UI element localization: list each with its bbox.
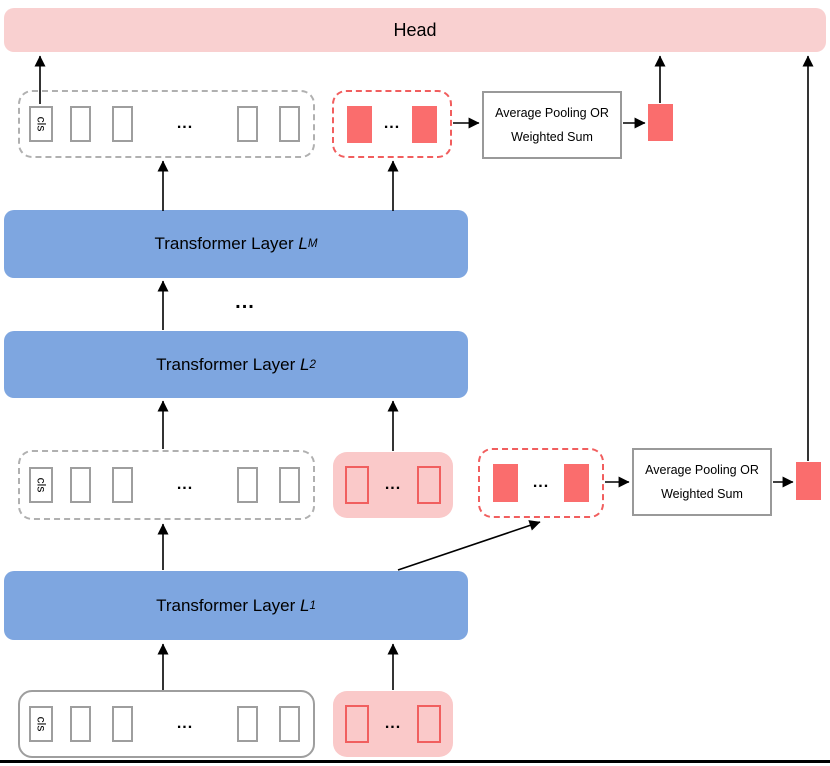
- prompt-token: [493, 464, 518, 502]
- layer-variable: L: [300, 354, 310, 374]
- prompt-token: [564, 464, 589, 502]
- token-box: [237, 106, 258, 142]
- token-box: [279, 706, 300, 742]
- prompt-token-outline: [417, 705, 441, 743]
- input-prompt-group: ...: [333, 691, 453, 757]
- ellipsis: ...: [176, 476, 194, 493]
- head-label: Head: [393, 19, 437, 40]
- prompt-token: [412, 105, 437, 143]
- layer-name: Transformer Layer: [156, 354, 296, 374]
- new-prompt-group-mid: ...: [333, 452, 453, 518]
- head-block: Head: [4, 8, 826, 52]
- layer-name: Transformer Layer: [156, 595, 296, 615]
- token-box: [70, 106, 91, 142]
- token-box: [237, 467, 258, 503]
- token-group-top-main: cls ...: [18, 90, 315, 158]
- bottom-border-line: [0, 760, 830, 763]
- token-box: [70, 706, 91, 742]
- cls-label: cls: [33, 716, 48, 732]
- cls-label: cls: [33, 116, 48, 132]
- arrow-l1-to-midpooled-diagonal: [397, 520, 541, 571]
- prompt-token-outline: [417, 466, 441, 504]
- token-box: [237, 706, 258, 742]
- prompt-group-mid-right: ...: [478, 448, 604, 518]
- prompt-token-outline: [345, 705, 369, 743]
- cls-token: cls: [29, 706, 53, 742]
- cls-token: cls: [29, 467, 53, 503]
- token-box: [279, 106, 300, 142]
- token-box: [112, 106, 133, 142]
- pooling-line2: Weighted Sum: [661, 486, 743, 501]
- pooled-token-top: [648, 104, 673, 141]
- prompt-token-outline: [345, 466, 369, 504]
- token-group-bottom-main: cls ...: [18, 690, 315, 758]
- ellipsis: ...: [176, 115, 194, 132]
- cls-token: cls: [29, 106, 53, 142]
- cls-label: cls: [33, 477, 48, 493]
- layer-name: Transformer Layer: [154, 234, 294, 253]
- pooling-line1: Average Pooling OR: [645, 463, 759, 477]
- layer-variable: L: [298, 234, 308, 253]
- ellipsis: ...: [383, 115, 401, 132]
- pooling-box-top: Average Pooling OR Weighted Sum: [482, 91, 622, 159]
- token-box: [279, 467, 300, 503]
- ellipsis: ...: [384, 476, 402, 493]
- pooling-line1: Average Pooling OR: [495, 106, 609, 120]
- ellipsis: ...: [176, 715, 194, 732]
- layers-ellipsis: ...: [235, 291, 255, 313]
- token-box: [70, 467, 91, 503]
- ellipsis: ...: [384, 715, 402, 732]
- pooling-box-mid: Average Pooling OR Weighted Sum: [632, 448, 772, 516]
- prompt-token: [347, 105, 372, 143]
- layer-variable: L: [300, 595, 310, 615]
- token-group-mid-main: cls ...: [18, 450, 315, 520]
- token-box: [112, 467, 133, 503]
- ellipsis: ...: [532, 474, 550, 491]
- prompt-group-top: ...: [332, 90, 452, 158]
- pooled-token-mid: [796, 462, 821, 500]
- pooling-line2: Weighted Sum: [511, 129, 593, 144]
- token-box: [112, 706, 133, 742]
